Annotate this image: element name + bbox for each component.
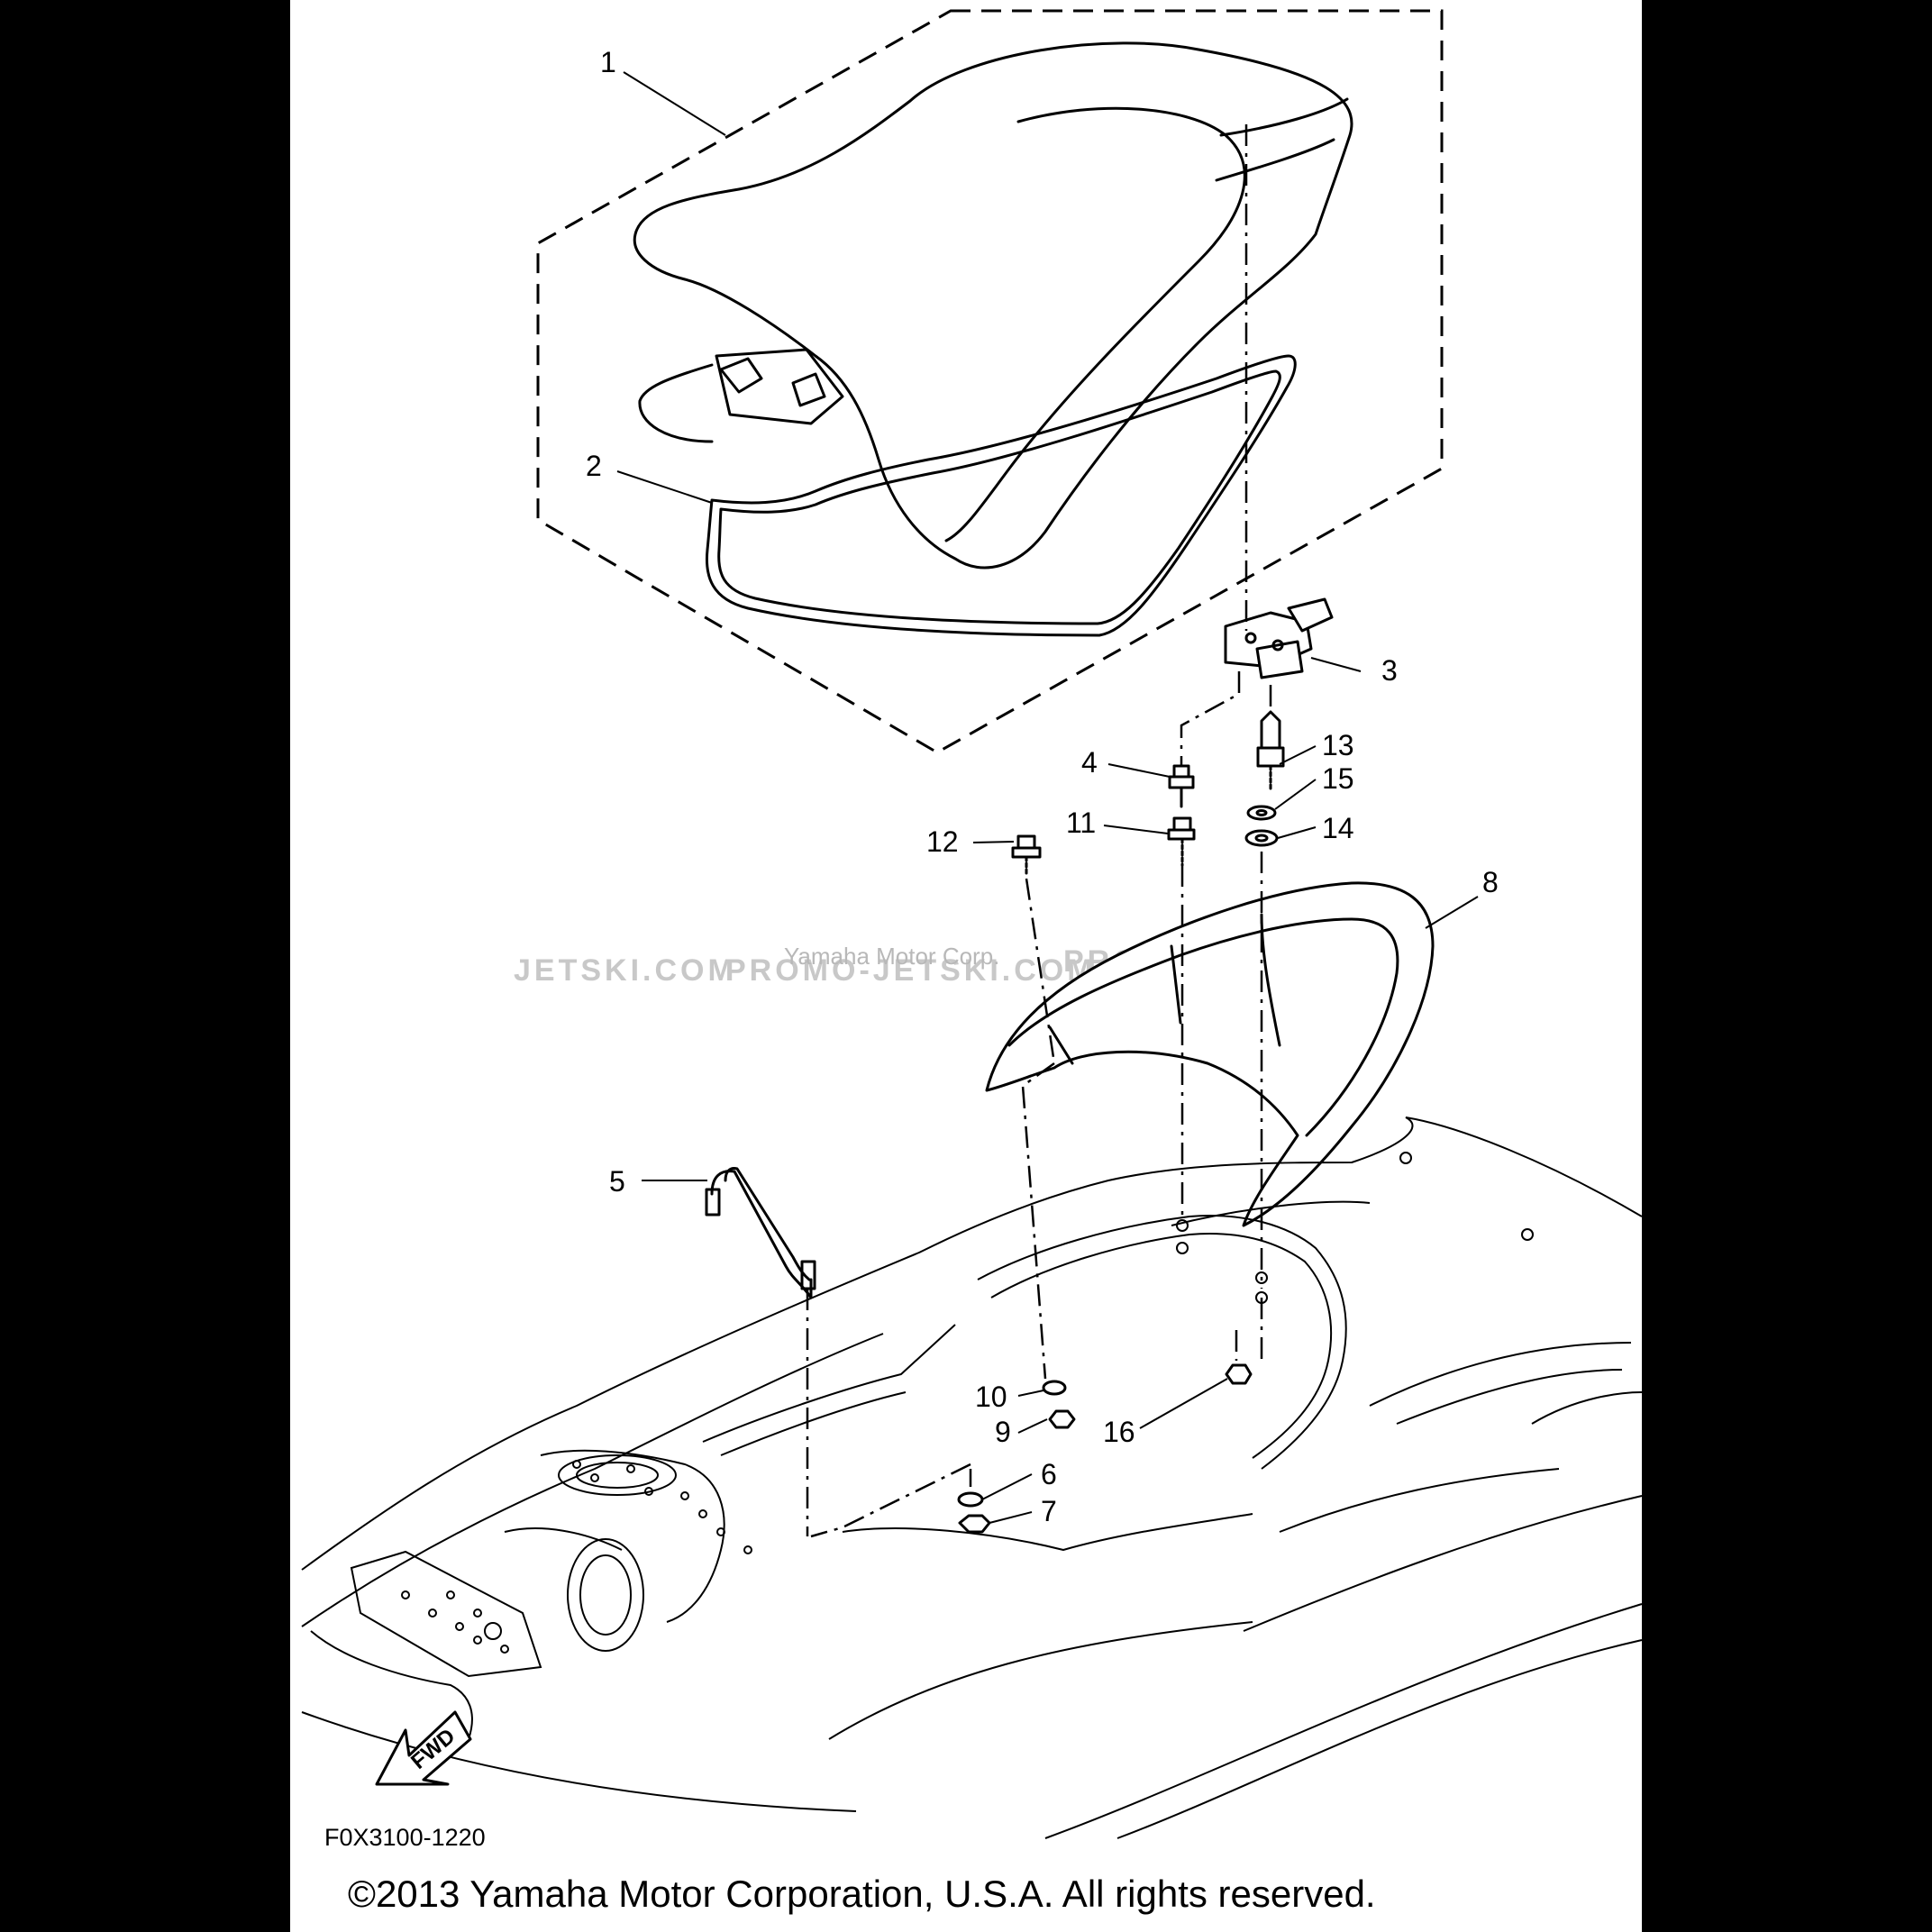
hull-deck (301, 1116, 1643, 1839)
seat-assembly-boundary (536, 9, 1444, 754)
washer-part-15 (1246, 805, 1277, 821)
seat-lock-part-3 (1224, 597, 1334, 679)
callout-14: 14 (1322, 812, 1354, 844)
watermark-left: JETSKI.COM (514, 953, 737, 988)
nut-part-9 (1048, 1409, 1076, 1429)
washer-15-hole (1255, 809, 1268, 816)
lock-pin-part-13 (1256, 710, 1285, 793)
washer-part-14 (1244, 829, 1279, 847)
callout-4: 4 (1081, 746, 1098, 779)
callout-3: 3 (1381, 654, 1398, 687)
watermark-middle: PROMO-JETSKI.COM (725, 953, 1097, 988)
callout-labels: 1 2 3 4 5 6 7 8 9 10 11 12 13 14 15 16 (586, 46, 1499, 1527)
watermark-overlay: Yamaha Motor Corp. (784, 943, 999, 970)
assembly-lines (806, 124, 1272, 1538)
washer-part-6 (957, 1491, 984, 1508)
washer-part-10 (1042, 1380, 1067, 1396)
callout-8: 8 (1482, 866, 1499, 898)
callout-9: 9 (995, 1416, 1011, 1448)
callout-16: 16 (1103, 1416, 1135, 1448)
callout-6: 6 (1041, 1458, 1057, 1490)
callout-leaders (616, 71, 1479, 1524)
callout-13: 13 (1322, 729, 1354, 761)
handle-rail-part-5 (705, 1167, 816, 1299)
bolt-part-11 (1167, 816, 1196, 867)
washer-14-hole (1254, 834, 1269, 843)
callout-7: 7 (1041, 1495, 1057, 1527)
forward-direction-arrow: FWD (375, 1710, 472, 1786)
nut-part-7 (958, 1514, 991, 1534)
callout-11: 11 (1066, 807, 1096, 839)
callout-1: 1 (600, 46, 616, 78)
seat-part-1 (633, 41, 1353, 570)
grab-handle-part-8 (985, 881, 1435, 1227)
copyright-notice: ©2013 Yamaha Motor Corporation, U.S.A. A… (348, 1873, 1376, 1915)
nut-part-16 (1225, 1363, 1253, 1385)
callout-12: 12 (926, 825, 959, 858)
callout-10: 10 (975, 1381, 1007, 1413)
callout-15: 15 (1322, 762, 1354, 795)
callout-2: 2 (586, 450, 602, 482)
callout-5: 5 (609, 1165, 625, 1198)
bolt-part-12 (1011, 834, 1042, 878)
screw-part-4 (1168, 764, 1195, 808)
diagram-code: F0X3100-1220 (324, 1824, 486, 1851)
seat-frame-part-2 (705, 354, 1297, 637)
